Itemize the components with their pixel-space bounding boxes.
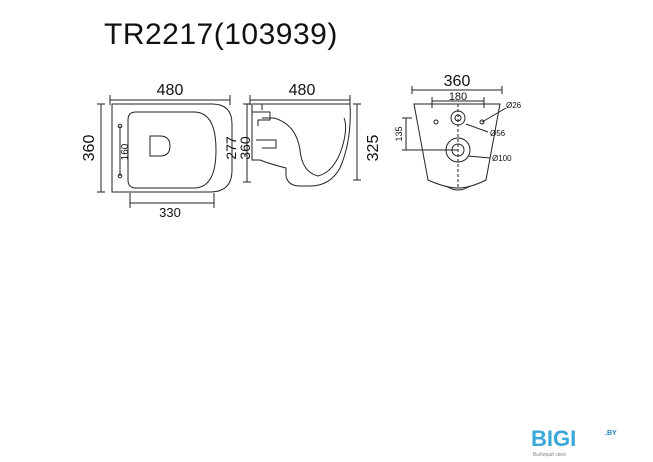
top-view-height-label: 360	[81, 135, 98, 162]
bigi-logo: BIGI .BY Выбирай своё	[531, 426, 617, 458]
back-view	[402, 86, 507, 191]
back-view-hole-small-label: Ø26	[506, 101, 522, 110]
inlet-hole	[450, 110, 466, 126]
side-view-outlet	[256, 139, 277, 149]
bolt-hole-left	[433, 119, 439, 125]
back-view-hole-large-label: Ø100	[492, 154, 512, 163]
top-view-inner-height-label: 160	[120, 143, 131, 160]
side-view-trap	[262, 117, 347, 177]
side-view	[243, 95, 361, 187]
back-view-hole-medium-label: Ø56	[490, 129, 506, 138]
back-view-outline	[413, 103, 501, 189]
top-view-width-label: 480	[157, 82, 184, 99]
back-view-bolt-spacing-label: 180	[449, 91, 467, 103]
drawing-title: TR2217(103939)	[104, 18, 338, 51]
side-view-right-height-label: 325	[365, 135, 382, 162]
logo-suffix: .BY	[605, 430, 617, 437]
side-view-left-height-label-2: 360	[237, 136, 253, 160]
side-view-body	[251, 103, 351, 187]
top-view-outline	[111, 103, 233, 193]
side-view-width-label: 480	[289, 82, 316, 99]
side-view-inlet	[252, 111, 271, 126]
bolt-hole-right	[479, 119, 485, 125]
side-view-left-height-label: 277	[223, 136, 239, 160]
back-view-width-label: 360	[444, 73, 471, 90]
logo-text: BIGI	[531, 426, 576, 451]
top-view-seat	[127, 111, 217, 189]
back-view-height-label: 135	[394, 126, 404, 141]
logo-tagline: Выбирай своё	[533, 451, 566, 458]
top-view-bowl	[149, 135, 171, 157]
top-view	[97, 95, 233, 208]
top-view-bottom-label: 330	[159, 205, 181, 220]
